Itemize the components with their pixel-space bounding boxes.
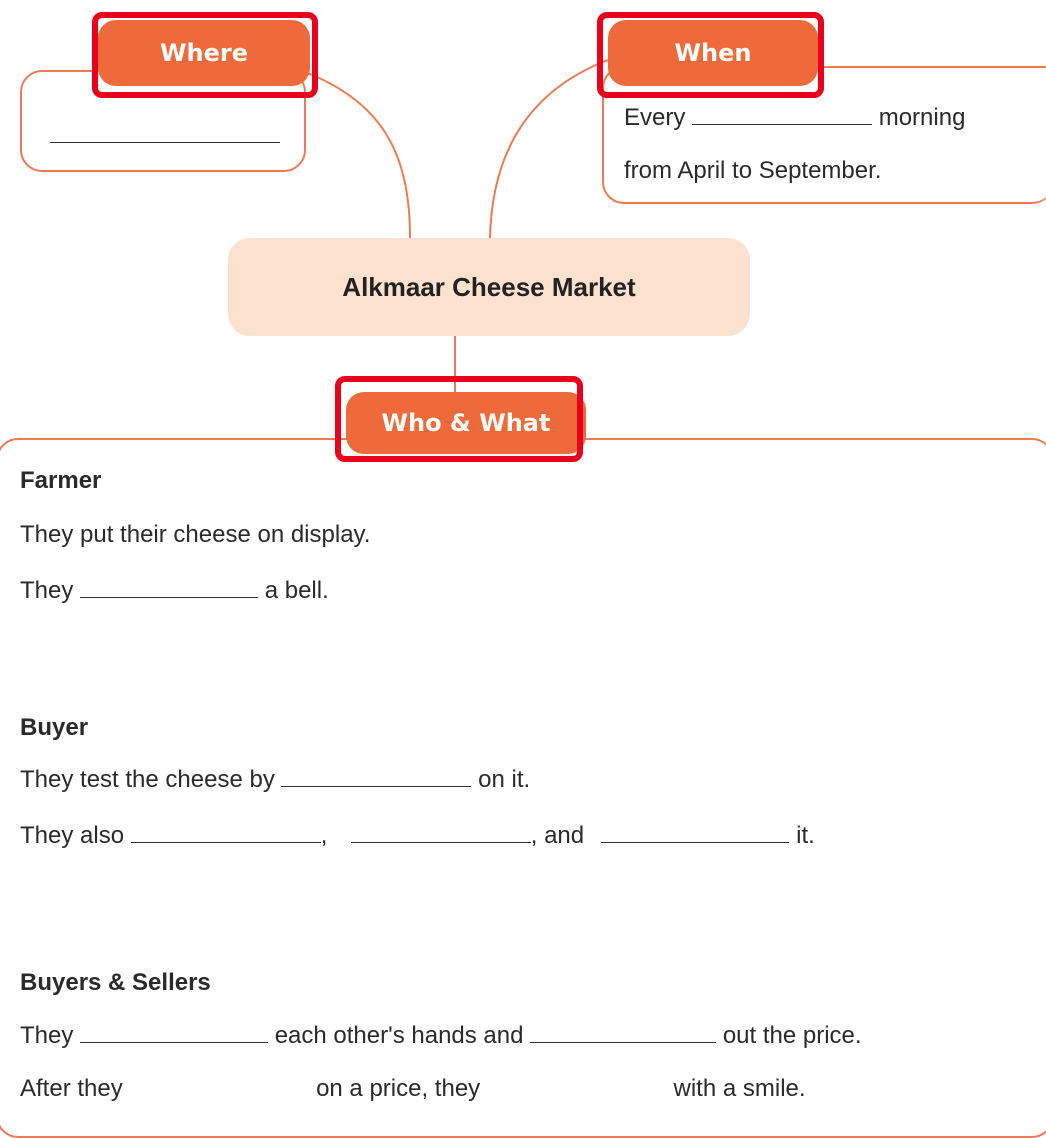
connector-where	[299, 69, 411, 239]
farmer-line-1: They put their cheese on display.	[20, 521, 371, 548]
when-label: When	[608, 20, 818, 86]
buyer-blank-1[interactable]	[281, 764, 472, 787]
who-what-highlight	[335, 376, 583, 462]
mind-map-connectors	[299, 59, 609, 392]
buyers-sellers-line-1: They each other's hands and out the pric…	[20, 1020, 862, 1049]
buyers-sellers-heading: Buyers & Sellers	[20, 969, 211, 996]
who-what-label: Who & What	[346, 392, 586, 454]
buyer-blank-2[interactable]	[130, 820, 321, 843]
buyer-line-1: They test the cheese by on it.	[20, 764, 531, 793]
farmer-line-2: They a bell.	[20, 575, 329, 604]
where-label: Where	[98, 20, 310, 86]
where-box	[20, 70, 306, 172]
connector-when	[489, 59, 609, 239]
buyer-heading: Buyer	[20, 714, 89, 741]
farmer-blank[interactable]	[80, 575, 259, 598]
where-highlight	[92, 12, 318, 98]
when-line-2: from April to September.	[624, 157, 882, 184]
when-box	[602, 66, 1046, 204]
farmer-heading: Farmer	[20, 467, 102, 494]
when-line-1: Every morning	[624, 102, 966, 131]
buyers-sellers-blank-2[interactable]	[530, 1020, 717, 1043]
when-highlight	[597, 12, 824, 98]
buyer-line-2: They also , , and it.	[20, 820, 815, 849]
where-blank[interactable]	[50, 120, 280, 143]
buyers-sellers-line-2: After they on a price, they with a smile…	[20, 1075, 806, 1102]
buyer-blank-4[interactable]	[601, 820, 790, 843]
when-blank[interactable]	[692, 102, 873, 125]
central-topic: Alkmaar Cheese Market	[228, 238, 750, 336]
who-what-box	[0, 438, 1046, 1138]
buyers-sellers-blank-1[interactable]	[80, 1020, 269, 1043]
buyer-blank-3[interactable]	[350, 820, 531, 843]
